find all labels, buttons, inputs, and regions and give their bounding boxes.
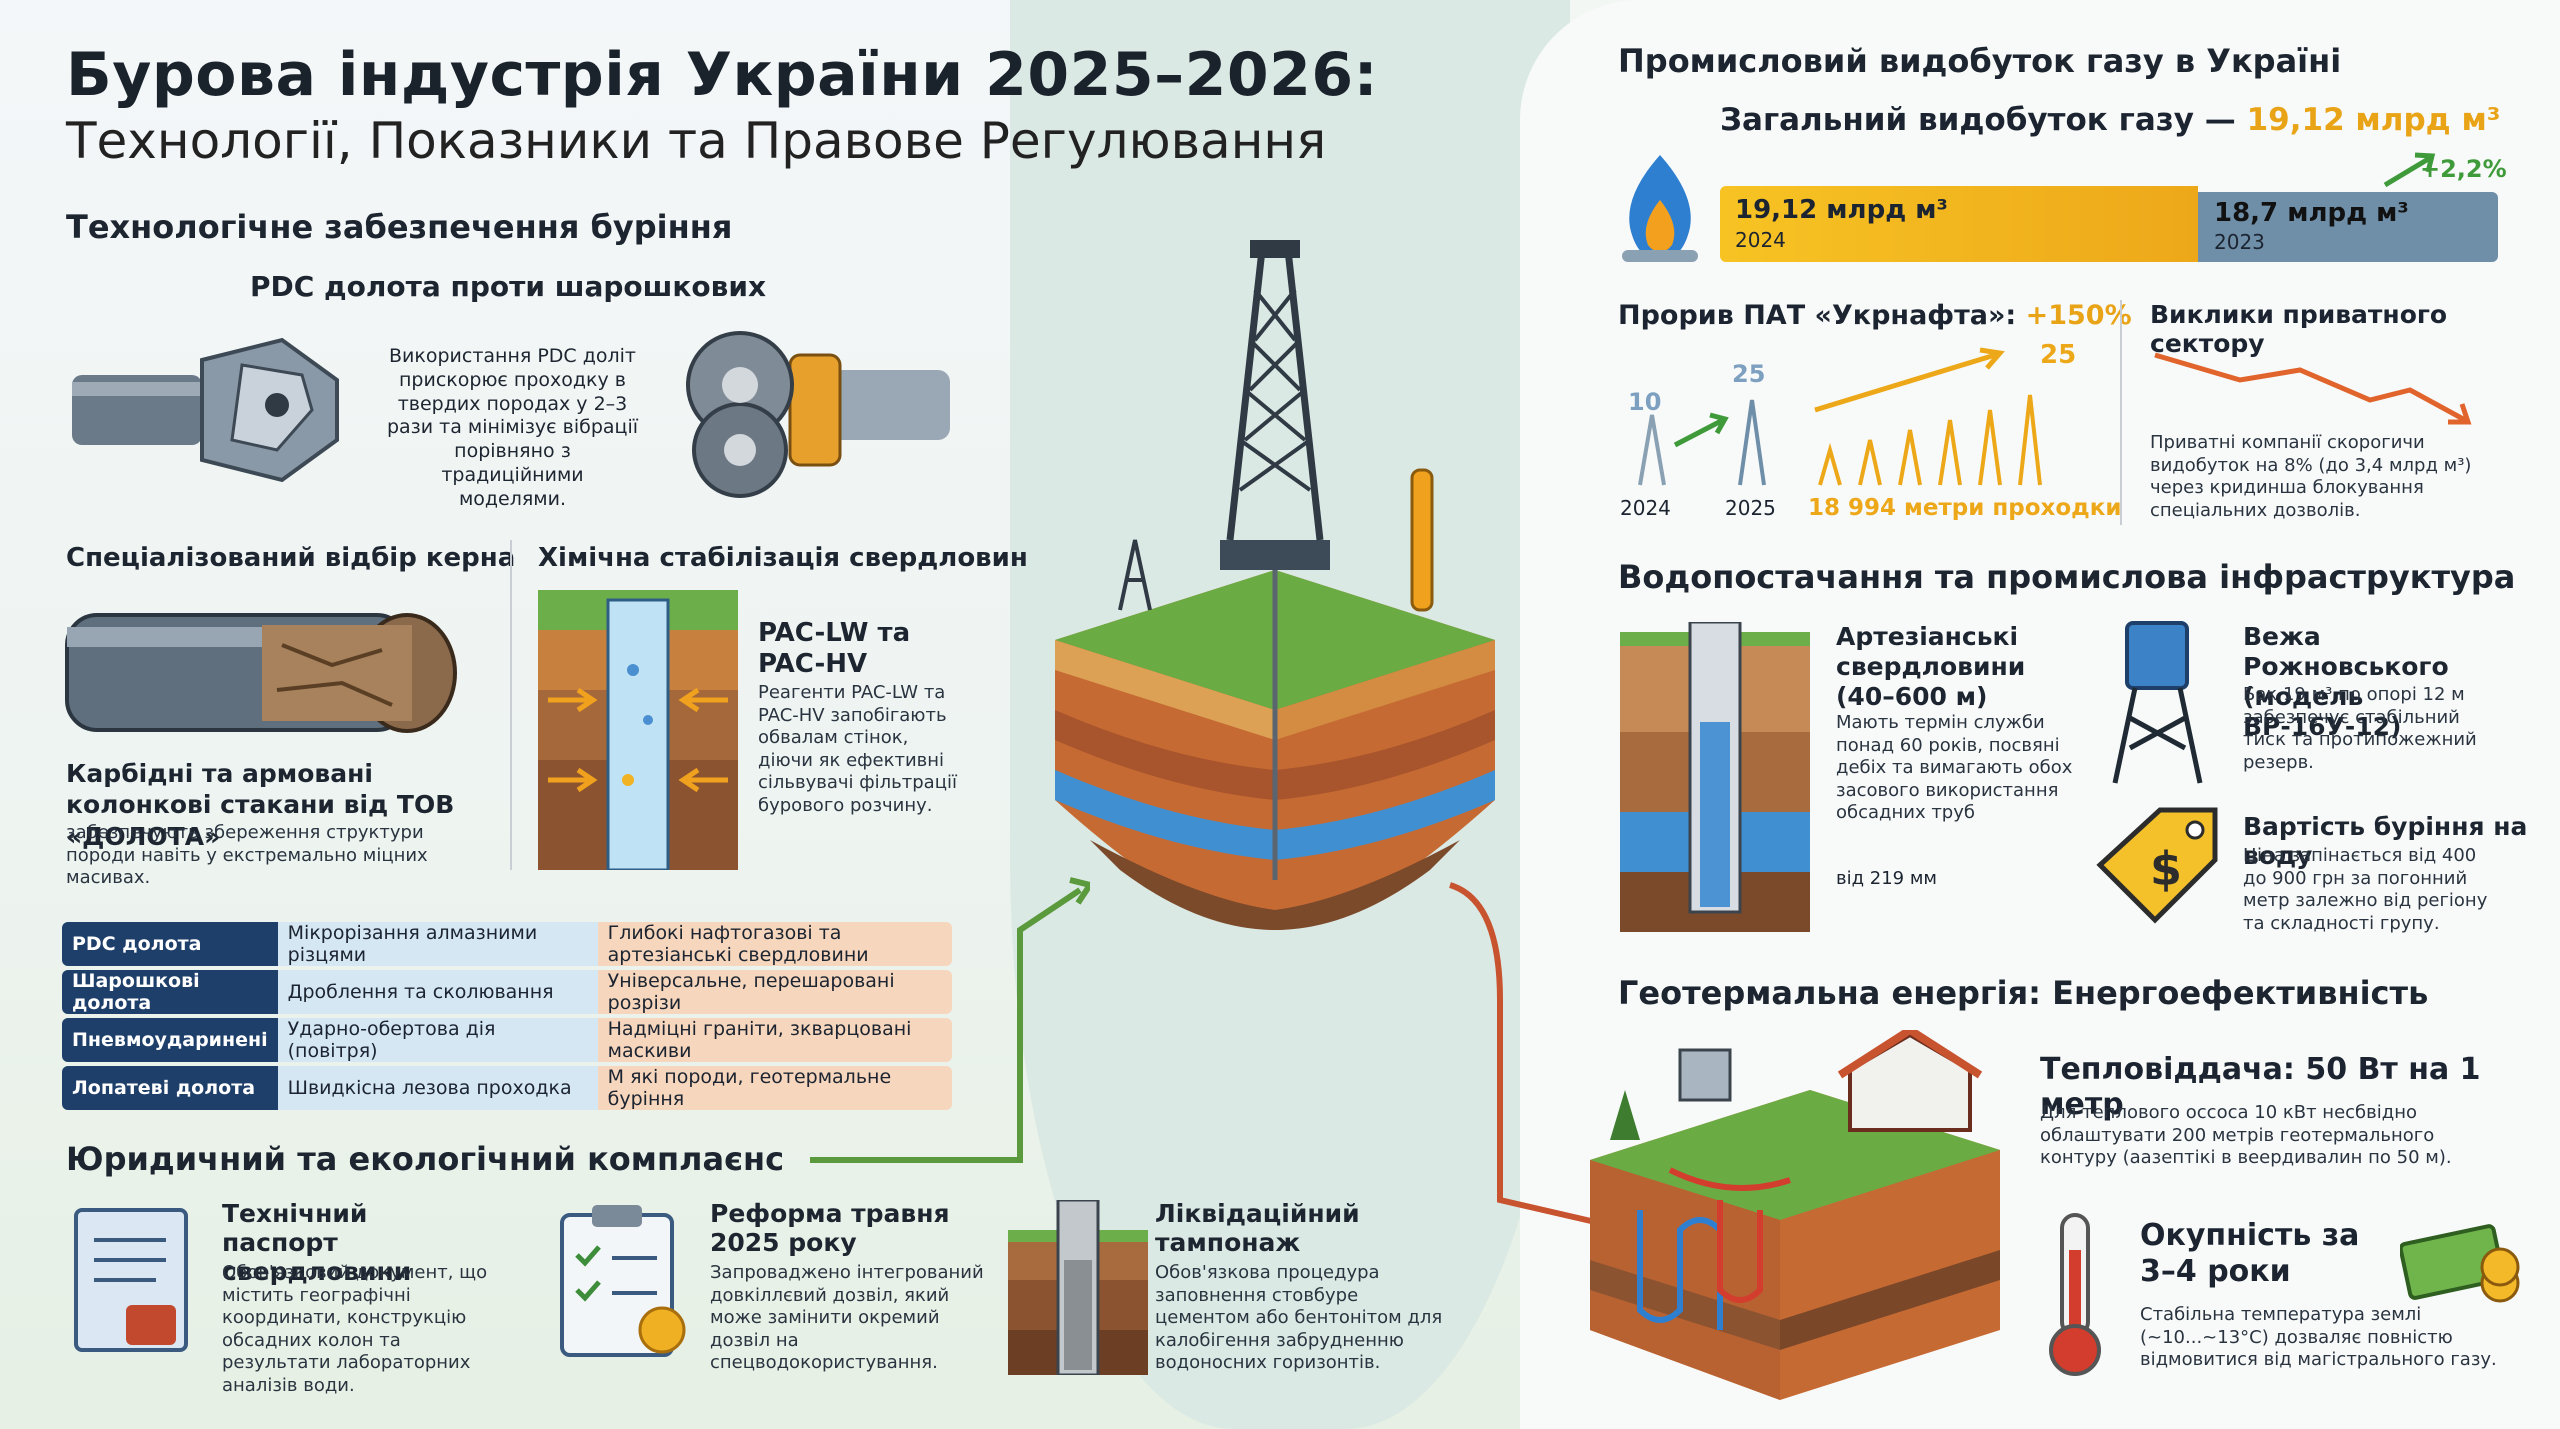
price-tag-icon: $	[2096, 807, 2218, 924]
gas-bar-2024	[1720, 186, 2198, 262]
bar-2024-year: 2024	[1735, 228, 1786, 252]
legal-item-title: Реформа травня 2025 року	[710, 1199, 950, 1257]
page-title: Бурова індустрія України 2025–2026:	[66, 40, 1379, 110]
roller-cone-bit-icon	[686, 331, 950, 498]
gas-total: Загальний видобуток газу — 19,12 млрд м³	[1720, 102, 2500, 138]
water-heading: Водопостачання та промислова інфраструкт…	[1618, 558, 2516, 596]
bar-2024-value: 19,12 млрд м³	[1735, 195, 1948, 225]
cost-text: Ціна запінається від 400 до 900 грн за п…	[2243, 845, 2488, 934]
gas-heading: Промисловий видобуток газу в Україні	[1618, 42, 2342, 80]
water-tower-icon	[2112, 621, 2203, 784]
wellbore-stabilization-icon	[538, 590, 738, 870]
gas-total-value: 19,12 млрд м³	[2246, 102, 2501, 138]
table-cell-use: Універсальне, перешаровані розрізи	[597, 970, 952, 1014]
gas-total-label: Загальний видобуток газу —	[1720, 102, 2236, 138]
chem-text: Реагенти PAC-LW та PAC-HV запобігають об…	[758, 682, 957, 816]
bar-2023-value: 18,7 млрд м³	[2214, 198, 2409, 228]
pdc-bit-icon	[72, 337, 339, 483]
table-cell-use: Надміцні граніти, зкварцовані маскиви	[597, 1018, 952, 1062]
private-text: Приватні компанії скорогичи видобуток на…	[2150, 432, 2472, 521]
heat-output-text: Для теплового оссоса 10 кВт несбвідно об…	[2040, 1102, 2452, 1168]
decline-arrow-graphic	[2154, 352, 2472, 425]
cost-title: Вартість буріння на воду	[2243, 812, 2528, 870]
legal-item-text: Запроваджено інтегрований довкіллєвий до…	[710, 1262, 984, 1373]
gas-flame-icon	[1622, 155, 1698, 262]
table-row: PDC долота Мікрорізання алмазними різцям…	[62, 922, 952, 966]
clipboard-checklist-icon	[560, 1205, 686, 1357]
table-cell-use: Глибокі нафтогазові та артезіанські свер…	[597, 922, 952, 966]
thermometer-icon	[2049, 1213, 2101, 1376]
tech-divider	[510, 540, 512, 870]
rigs-year-2024: 2024	[1620, 496, 1671, 520]
rigs-year-2025: 2025	[1725, 496, 1776, 520]
payback-title: Окупність за 3–4 роки	[2140, 1218, 2360, 1289]
rigs-2025-count: 25	[1732, 360, 1766, 388]
geothermal-house-diagram	[1590, 1030, 2000, 1400]
money-stack-icon	[2400, 1224, 2520, 1303]
pdc-heading: PDC долота проти шарошкових	[250, 270, 767, 303]
document-passport-icon	[74, 1208, 188, 1352]
rig-growth-graphic	[1638, 347, 2042, 486]
gas-divider	[2120, 300, 2122, 525]
green-connector-arrow	[810, 877, 1090, 1163]
gas-bar-2023	[2198, 192, 2498, 262]
bit-comparison-table: PDC долота Мікрорізання алмазними різцям…	[62, 918, 952, 1114]
growth-arrow-icon	[2383, 152, 2436, 188]
artesian-well-cross-section	[1620, 622, 1810, 932]
table-row: Шарошкові долота Дроблення та сколювання…	[62, 970, 952, 1014]
legal-heading: Юридичний та екологічний комплаєнс	[66, 1140, 785, 1178]
geo-heading: Геотермальна енергія: Енергоефективність	[1618, 974, 2429, 1012]
table-cell-type: Шарошкові долота	[62, 970, 278, 1014]
legal-item-title: Ліквідаційний тампонаж	[1155, 1199, 1360, 1257]
legal-item-text: Обов'язкова процедура заповнення стовбур…	[1155, 1262, 1443, 1373]
payback-text: Стабільна температура землі (~10...~13°C…	[2140, 1304, 2497, 1370]
rigs-top-count: 25	[2040, 340, 2077, 370]
bar-2023-year: 2023	[2214, 230, 2265, 254]
table-cell-method: Швидкісна лезова проходка	[277, 1066, 598, 1110]
table-cell-method: Ударно-обертова дія (повітря)	[277, 1018, 598, 1062]
ukrnafta-heading: Прорив ПАТ «Укрнафта»: +150%	[1618, 300, 2132, 331]
tower-title: Вежа Рожновського (модель ВР-16У-12)	[2243, 622, 2449, 741]
table-cell-type: PDC долота	[62, 922, 278, 966]
well-diameter: від 219 мм	[1836, 868, 1938, 889]
drilling-meters: 18 994 метри проходки	[1808, 495, 2122, 521]
private-heading: Виклики приватного сектору	[2150, 300, 2448, 358]
dollar-sign-icon: $	[2150, 842, 2182, 896]
gas-growth: +2,2%	[2420, 155, 2507, 183]
table-cell-method: Дроблення та сколювання	[277, 970, 598, 1014]
ukrnafta-label: Прорив ПАТ «Укрнафта»:	[1618, 300, 2017, 331]
core-title: Карбідні та армовані колонкові стакани в…	[66, 759, 455, 851]
ukrnafta-value: +150%	[2025, 300, 2132, 331]
plugged-well-icon	[1008, 1200, 1148, 1375]
table-row: Пневмоударинені Ударно-обертова дія (пов…	[62, 1018, 952, 1062]
core-barrel-icon	[65, 613, 457, 733]
table-cell-method: Мікрорізання алмазними різцями	[277, 922, 598, 966]
red-connector-line	[1449, 882, 1631, 1233]
table-row: Лопатеві долота Швидкісна лезова проходк…	[62, 1066, 952, 1110]
rigs-2024-count: 10	[1628, 388, 1662, 416]
artesian-text: Мають термін служби понад 60 років, посв…	[1836, 712, 2073, 823]
drilling-rig-cross-section	[1055, 240, 1495, 930]
tower-text: Бак 19 м³ по опорі 12 м забезпечує стабі…	[2243, 684, 2477, 773]
core-heading: Спеціалізований відбір керна	[66, 543, 516, 573]
tech-heading: Технологічне забезпечення буріння	[66, 208, 733, 246]
artesian-title: Артезіанські свердловини (40–600 м)	[1836, 622, 2026, 711]
page-subtitle: Технології, Показники та Правове Регулюв…	[66, 112, 1327, 170]
chem-heading: Хімічна стабілізація свердловин	[538, 543, 1028, 573]
table-cell-use: М які породи, геотермальне буріння	[597, 1066, 952, 1110]
chem-title: PAC-LW та PAC-HV	[758, 618, 911, 680]
table-cell-type: Лопатеві долота	[62, 1066, 278, 1110]
pdc-text: Використання PDC доліт прискорює проходк…	[386, 345, 639, 510]
core-text: забезпечують збереження структури породи…	[66, 822, 428, 888]
table-cell-type: Пневмоударинені	[62, 1018, 278, 1062]
heat-output-title: Тепловіддача: 50 Вт на 1 метр	[2040, 1052, 2481, 1122]
legal-item-text: Обов'язковий документ, що містить геогра…	[222, 1262, 488, 1396]
legal-item-title: Технічний паспорт свердловини	[222, 1199, 412, 1286]
